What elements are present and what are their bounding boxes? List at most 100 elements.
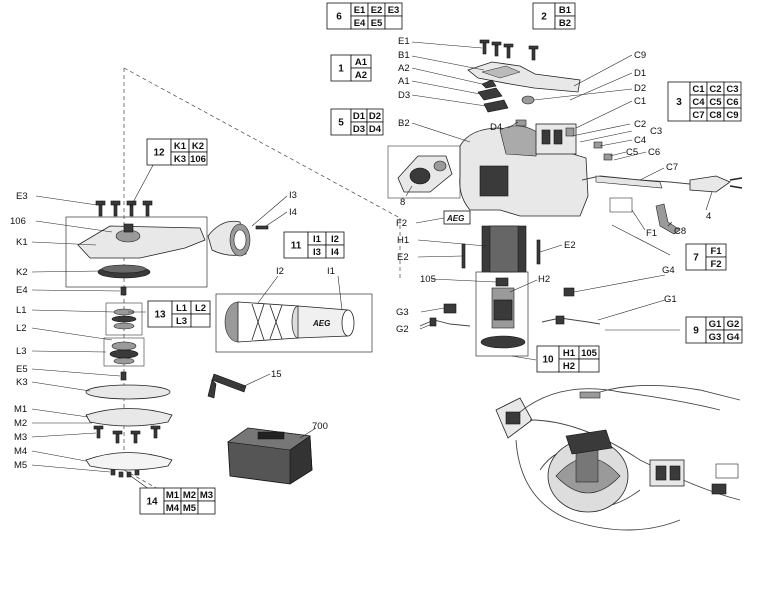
group-number: 1 bbox=[338, 64, 344, 75]
label-c1: C1 bbox=[634, 96, 646, 107]
label-m2: M2 bbox=[14, 418, 27, 429]
label-m1: M1 bbox=[14, 404, 27, 415]
group-cell-label: A2 bbox=[355, 70, 367, 81]
group-cell-label: C9 bbox=[726, 110, 738, 121]
switch-a1 bbox=[477, 87, 503, 101]
label-g4: G4 bbox=[662, 265, 675, 276]
group-number: 9 bbox=[693, 326, 699, 337]
group-cell-label: G3 bbox=[709, 332, 722, 343]
latch-d3 bbox=[483, 99, 509, 113]
dust-extraction: I3 I4 AEG I2 I1 15 700 bbox=[207, 190, 373, 485]
label-i2: I2 bbox=[276, 266, 284, 277]
label-m4: M4 bbox=[14, 446, 27, 457]
group-cell bbox=[578, 358, 600, 373]
label-f1: F1 bbox=[646, 228, 657, 239]
label-k2: K2 bbox=[16, 267, 28, 278]
group-cell bbox=[197, 500, 216, 515]
label-c6: C6 bbox=[648, 147, 660, 158]
group-cell-label: D1 bbox=[353, 111, 366, 122]
group-number-box bbox=[139, 487, 165, 515]
label-c5: C5 bbox=[626, 147, 638, 158]
group-cell-label: C5 bbox=[709, 97, 722, 108]
plug-4 bbox=[689, 175, 731, 193]
screws-e1 bbox=[479, 39, 539, 61]
group-cell bbox=[723, 329, 743, 344]
label-e5: E5 bbox=[16, 364, 28, 375]
label-a2: A2 bbox=[398, 63, 410, 74]
group-cell-label: K1 bbox=[174, 141, 187, 152]
group-cell-label: I2 bbox=[331, 234, 339, 245]
label-105: 105 bbox=[420, 274, 436, 285]
group-number: 3 bbox=[676, 97, 682, 108]
group-cell bbox=[325, 244, 345, 259]
group-cell-label: E5 bbox=[371, 18, 383, 29]
group-cell-label: K2 bbox=[192, 141, 204, 152]
label-k3: K3 bbox=[16, 377, 28, 388]
group-cell-label: C6 bbox=[726, 97, 738, 108]
electrical-small-parts bbox=[419, 287, 601, 327]
group-cell-label: L1 bbox=[176, 303, 188, 314]
part-g3 bbox=[443, 303, 457, 314]
label-m5: M5 bbox=[14, 460, 27, 471]
group-number: 12 bbox=[153, 148, 165, 159]
label-m3: M3 bbox=[14, 432, 27, 443]
label-c7: C7 bbox=[666, 162, 678, 173]
group-cell bbox=[366, 121, 384, 136]
label-e2-right: E2 bbox=[564, 240, 576, 251]
group-cell-label: H1 bbox=[563, 348, 576, 359]
group-cell-label: I4 bbox=[331, 247, 340, 258]
group-cell-label: C8 bbox=[709, 110, 721, 121]
group-cell bbox=[188, 151, 208, 166]
group-cell-label: G1 bbox=[709, 319, 722, 330]
group-number: 10 bbox=[542, 355, 554, 366]
label-i4: I4 bbox=[289, 207, 297, 218]
label-c4: C4 bbox=[634, 135, 646, 146]
left-labels: E3 106 K1 K2 E4 L1 L2 L3 E5 K3 M1 M2 M3 … bbox=[10, 191, 28, 471]
label-700: 700 bbox=[312, 421, 328, 432]
cover-b1 bbox=[467, 61, 581, 93]
label-c2: C2 bbox=[634, 119, 646, 130]
label-g2: G2 bbox=[396, 324, 409, 335]
group-number-box bbox=[146, 138, 172, 166]
label-b1: B1 bbox=[398, 50, 410, 61]
label-g1: G1 bbox=[664, 294, 677, 305]
group-cell-label: B2 bbox=[559, 18, 571, 29]
group-cell-label: E2 bbox=[371, 5, 383, 16]
group-cell-label: D4 bbox=[369, 124, 382, 135]
group-number-box bbox=[326, 2, 352, 30]
group-cell-label: L2 bbox=[195, 303, 206, 314]
group-cell-label: C3 bbox=[726, 84, 738, 95]
group-cell-label: 105 bbox=[581, 348, 598, 359]
shroud-k1 bbox=[77, 225, 206, 259]
group-cell-label: F2 bbox=[710, 259, 721, 270]
label-e2-left: E2 bbox=[397, 252, 409, 263]
group-number: 6 bbox=[336, 12, 342, 23]
group-number: 13 bbox=[154, 310, 166, 321]
group-cell-label: M5 bbox=[183, 503, 197, 514]
group-cell-label: K3 bbox=[174, 154, 186, 165]
group-cell-label: D2 bbox=[369, 111, 381, 122]
right-leaders bbox=[411, 41, 713, 361]
left-leaders bbox=[31, 153, 160, 491]
label-d1: D1 bbox=[634, 68, 646, 79]
plate-k3 bbox=[85, 384, 171, 400]
label-106: 106 bbox=[10, 216, 26, 227]
label-l1: L1 bbox=[16, 305, 27, 316]
label-f2: F2 bbox=[396, 218, 407, 229]
group-cell-label: E1 bbox=[354, 5, 366, 16]
label-d2: D2 bbox=[634, 83, 646, 94]
group-number: 2 bbox=[541, 12, 547, 23]
group-cell-label: I1 bbox=[313, 234, 322, 245]
